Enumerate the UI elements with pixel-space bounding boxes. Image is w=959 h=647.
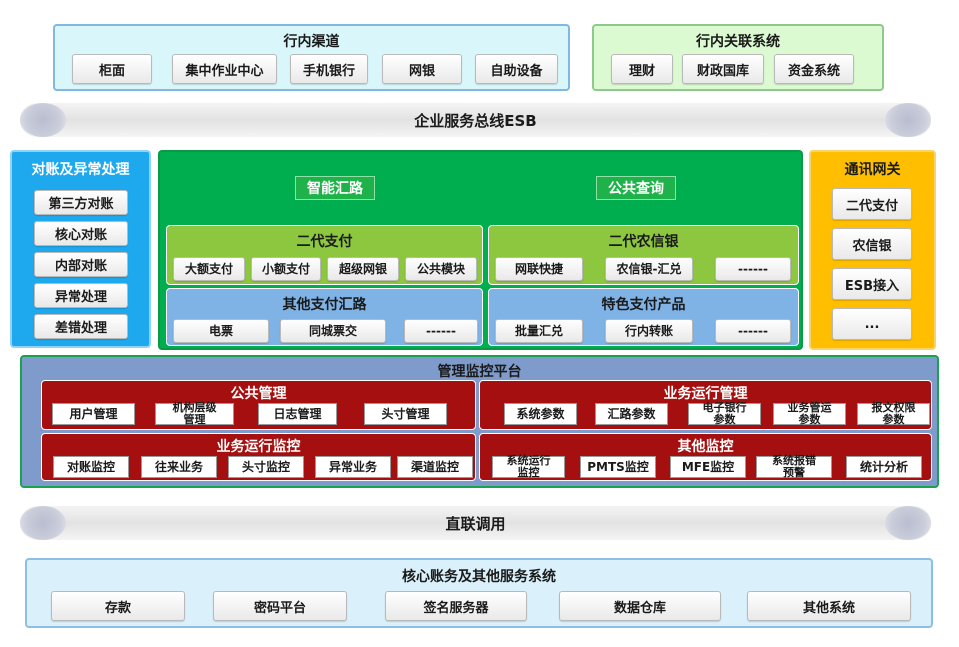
biz-mgmt-sys-params[interactable]: 系统参数 — [504, 403, 577, 425]
biz-monitor-exception[interactable]: 异常业务 — [315, 456, 391, 478]
biz-monitor-panel: 业务运行监控 对账监控 往来业务 头寸监控 异常业务 渠道监控 — [41, 433, 476, 481]
recon-error[interactable]: 差错处理 — [34, 314, 128, 339]
biz-monitor-title: 业务运行监控 — [216, 439, 301, 455]
channel-online-bank[interactable]: 网银 — [382, 54, 462, 84]
other-monitor-error-alert[interactable]: 系统报错 预警 — [756, 455, 832, 479]
biz-monitor-traffic[interactable]: 往来业务 — [141, 456, 217, 478]
core-panel: 核心账务及其他服务系统 存款 密码平台 签名服务器 数据仓库 其他系统 — [25, 558, 933, 628]
rural-netunion[interactable]: 网联快捷 — [495, 257, 583, 281]
channels-panel: 行内渠道 柜面 集中作业中心 手机银行 网银 自助设备 — [53, 24, 570, 91]
biz-mgmt-route-params[interactable]: 汇路参数 — [595, 403, 668, 425]
special-title: 特色支付产品 — [601, 297, 686, 313]
public-mgmt-logs[interactable]: 日志管理 — [258, 403, 337, 425]
biz-mgmt-ebank-params[interactable]: 电子银行 参数 — [688, 402, 761, 426]
esb-bus: 企业服务总线ESB — [20, 103, 931, 137]
recon-title: 对账及异常处理 — [31, 162, 130, 178]
rural-panel: 二代农信银 网联快捷 农信银-汇兑 ------ — [488, 225, 799, 285]
rural-title: 二代农信银 — [608, 234, 679, 250]
monitor-title: 管理监控平台 — [437, 364, 522, 380]
biz-mgmt-ops-params[interactable]: 业务管运 参数 — [773, 402, 846, 426]
recon-third-party[interactable]: 第三方对账 — [34, 190, 128, 215]
channel-counter[interactable]: 柜面 — [72, 54, 152, 84]
core-crypto-platform[interactable]: 密码平台 — [213, 591, 347, 621]
special-batch-remit[interactable]: 批量汇兑 — [495, 319, 583, 343]
gateway-rural[interactable]: 农信银 — [832, 228, 912, 260]
other-monitor-stats[interactable]: 统计分析 — [846, 456, 922, 478]
biz-monitor-recon[interactable]: 对账监控 — [53, 456, 129, 478]
other-monitor-sys-run[interactable]: 系统运行 监控 — [492, 455, 565, 479]
recon-panel: 对账及异常处理 第三方对账 核心对账 内部对账 异常处理 差错处理 — [10, 150, 151, 348]
gateway-panel: 通讯网关 二代支付 农信银 ESB接入 ... — [809, 150, 936, 350]
rural-remit[interactable]: 农信银-汇兑 — [605, 257, 693, 281]
other-monitor-mfe[interactable]: MFE监控 — [670, 456, 746, 478]
other-pay-more[interactable]: ------ — [404, 319, 478, 343]
other-pay-local-clearing[interactable]: 同城票交 — [280, 319, 386, 343]
biz-monitor-position[interactable]: 头寸监控 — [228, 456, 304, 478]
special-internal-transfer[interactable]: 行内转账 — [605, 319, 693, 343]
gateway-title: 通讯网关 — [844, 162, 901, 178]
channel-central-ops[interactable]: 集中作业中心 — [172, 54, 277, 84]
esb-bus-label: 企业服务总线ESB — [414, 111, 537, 130]
special-more[interactable]: ------ — [715, 319, 791, 343]
biz-mgmt-panel: 业务运行管理 系统参数 汇路参数 电子银行 参数 业务管运 参数 报文权限 参数 — [479, 380, 932, 430]
core-deposit[interactable]: 存款 — [51, 591, 185, 621]
other-monitor-pmts[interactable]: PMTS监控 — [580, 456, 656, 478]
direct-call-bus: 直联调用 — [20, 506, 931, 540]
gateway-cnaps2[interactable]: 二代支付 — [832, 188, 912, 220]
channel-mobile-bank[interactable]: 手机银行 — [290, 54, 368, 84]
direct-call-bus-label: 直联调用 — [445, 514, 506, 533]
public-mgmt-users[interactable]: 用户管理 — [52, 403, 135, 425]
other-pay-title: 其他支付汇路 — [282, 297, 367, 313]
cnaps2-super-netbank[interactable]: 超级网银 — [327, 257, 399, 281]
payment-center-panel: 智能汇路 公共查询 二代支付 大额支付 小额支付 超级网银 公共模块 二代农信银… — [158, 150, 803, 350]
other-monitor-panel: 其他监控 系统运行 监控 PMTS监控 MFE监控 系统报错 预警 统计分析 — [479, 433, 932, 481]
public-mgmt-org[interactable]: 机构层级 管理 — [155, 402, 234, 426]
rural-more[interactable]: ------ — [715, 257, 791, 281]
related-panel: 行内关联系统 理财 财政国库 资金系统 — [592, 24, 884, 91]
cnaps2-title: 二代支付 — [296, 234, 353, 250]
public-mgmt-position[interactable]: 头寸管理 — [364, 403, 447, 425]
cnaps2-large[interactable]: 大额支付 — [173, 257, 245, 281]
channels-title: 行内渠道 — [283, 34, 340, 50]
biz-monitor-channels[interactable]: 渠道监控 — [397, 456, 473, 478]
cnaps2-small[interactable]: 小额支付 — [251, 257, 321, 281]
core-title: 核心账务及其他服务系统 — [402, 569, 556, 585]
recon-internal[interactable]: 内部对账 — [34, 252, 128, 277]
gateway-esb-access[interactable]: ESB接入 — [832, 268, 912, 300]
core-data-warehouse[interactable]: 数据仓库 — [559, 591, 721, 621]
related-funds[interactable]: 资金系统 — [774, 54, 854, 84]
cnaps2-public-module[interactable]: 公共模块 — [405, 257, 477, 281]
public-query-tag[interactable]: 公共查询 — [596, 176, 676, 200]
biz-mgmt-title: 业务运行管理 — [663, 386, 748, 402]
core-other-systems[interactable]: 其他系统 — [747, 591, 911, 621]
smart-routing-tag[interactable]: 智能汇路 — [295, 176, 375, 200]
core-signing-server[interactable]: 签名服务器 — [385, 591, 527, 621]
special-panel: 特色支付产品 批量汇兑 行内转账 ------ — [488, 288, 799, 346]
public-mgmt-panel: 公共管理 用户管理 机构层级 管理 日志管理 头寸管理 — [41, 380, 476, 430]
biz-mgmt-msg-auth-params[interactable]: 报文权限 参数 — [857, 402, 930, 426]
other-pay-panel: 其他支付汇路 电票 同城票交 ------ — [166, 288, 483, 346]
related-treasury[interactable]: 财政国库 — [682, 54, 764, 84]
cnaps2-panel: 二代支付 大额支付 小额支付 超级网银 公共模块 — [166, 225, 483, 285]
recon-core[interactable]: 核心对账 — [34, 221, 128, 246]
recon-exception[interactable]: 异常处理 — [34, 283, 128, 308]
gateway-more[interactable]: ... — [832, 308, 912, 340]
other-pay-ebill[interactable]: 电票 — [173, 319, 269, 343]
public-mgmt-title: 公共管理 — [230, 386, 287, 402]
monitor-panel: 管理监控平台 公共管理 用户管理 机构层级 管理 日志管理 头寸管理 业务运行管… — [20, 355, 939, 488]
related-wealth[interactable]: 理财 — [611, 54, 673, 84]
channel-self-service[interactable]: 自助设备 — [475, 54, 558, 84]
other-monitor-title: 其他监控 — [677, 439, 734, 455]
related-title: 行内关联系统 — [696, 34, 780, 50]
